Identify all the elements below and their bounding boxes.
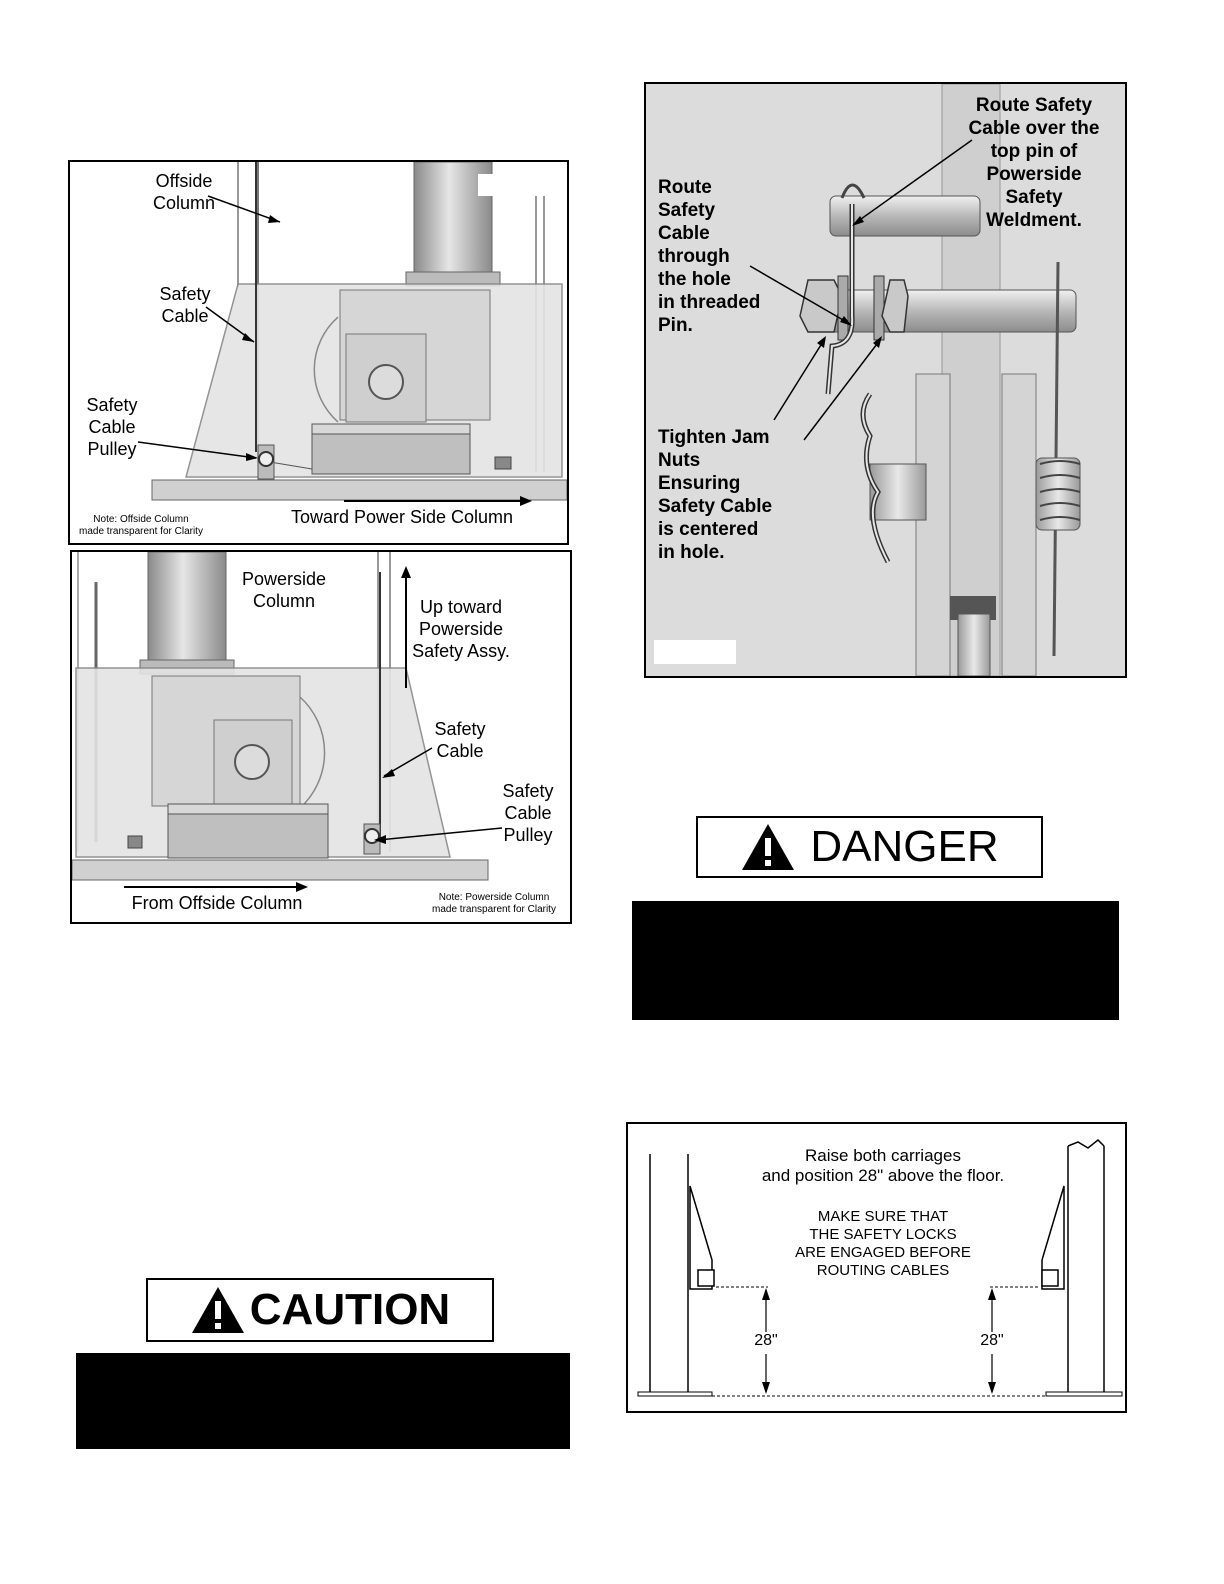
offside-column-drawing bbox=[137, 162, 567, 506]
danger-sign: DANGER bbox=[696, 816, 1043, 878]
label-up-toward-powerside: Up toward Powerside Safety Assy. bbox=[412, 597, 510, 661]
powerside-column-drawing bbox=[72, 552, 503, 892]
carriage-instruction-title: Raise both carriages and position 28" ab… bbox=[761, 1146, 1005, 1185]
label-toward-power-side-column: Toward Power Side Column bbox=[290, 507, 514, 527]
figure-powerside-column: Powerside Column Up toward Powerside Saf… bbox=[70, 550, 572, 924]
label-safety-cable: Safety Cable bbox=[434, 719, 486, 761]
figure-carriage-height: Raise both carriages and position 28" ab… bbox=[626, 1122, 1127, 1413]
label-offside-column: Offside Column bbox=[152, 171, 216, 213]
height-label-left: 28" bbox=[754, 1332, 778, 1349]
danger-word: DANGER bbox=[810, 822, 999, 871]
carriage-height-drawing bbox=[637, 1138, 1123, 1397]
label-route-over-top-pin: Route Safety Cable over the top pin of P… bbox=[968, 95, 1100, 231]
label-tighten-jam-nuts: Tighten Jam Nuts Ensuring Safety Cable i… bbox=[658, 427, 773, 563]
safety-locks-warning: MAKE SURE THAT THE SAFETY LOCKS ARE ENGA… bbox=[795, 1208, 971, 1279]
caution-word: CAUTION bbox=[249, 1285, 451, 1334]
label-powerside-column: Powerside Column bbox=[241, 569, 327, 611]
height-label-right: 28" bbox=[980, 1332, 1004, 1349]
figure-safety-pin-detail: Route Safety Cable over the top pin of P… bbox=[644, 82, 1127, 678]
safety-pin-drawing bbox=[654, 84, 1081, 676]
warning-triangle-icon bbox=[191, 1287, 244, 1333]
caution-sign: CAUTION bbox=[146, 1278, 494, 1342]
caution-redacted-block bbox=[76, 1353, 570, 1449]
note-powerside-transparent: Note: Powerside Column made transparent … bbox=[432, 892, 556, 915]
danger-redacted-block bbox=[632, 901, 1119, 1020]
label-safety-cable: Safety Cable bbox=[159, 284, 211, 326]
note-offside-transparent: Note: Offside Column made transparent fo… bbox=[79, 514, 203, 537]
label-safety-cable-pulley: Safety Cable Pulley bbox=[86, 395, 138, 459]
figure-offside-column: Offside Column Safety Cable Safety Cable… bbox=[68, 160, 569, 545]
label-safety-cable-pulley: Safety Cable Pulley bbox=[502, 781, 554, 845]
warning-triangle-icon bbox=[742, 824, 795, 870]
label-route-through-hole: Route Safety Cable through the hole in t… bbox=[658, 177, 761, 336]
label-from-offside-column: From Offside Column bbox=[131, 893, 303, 913]
